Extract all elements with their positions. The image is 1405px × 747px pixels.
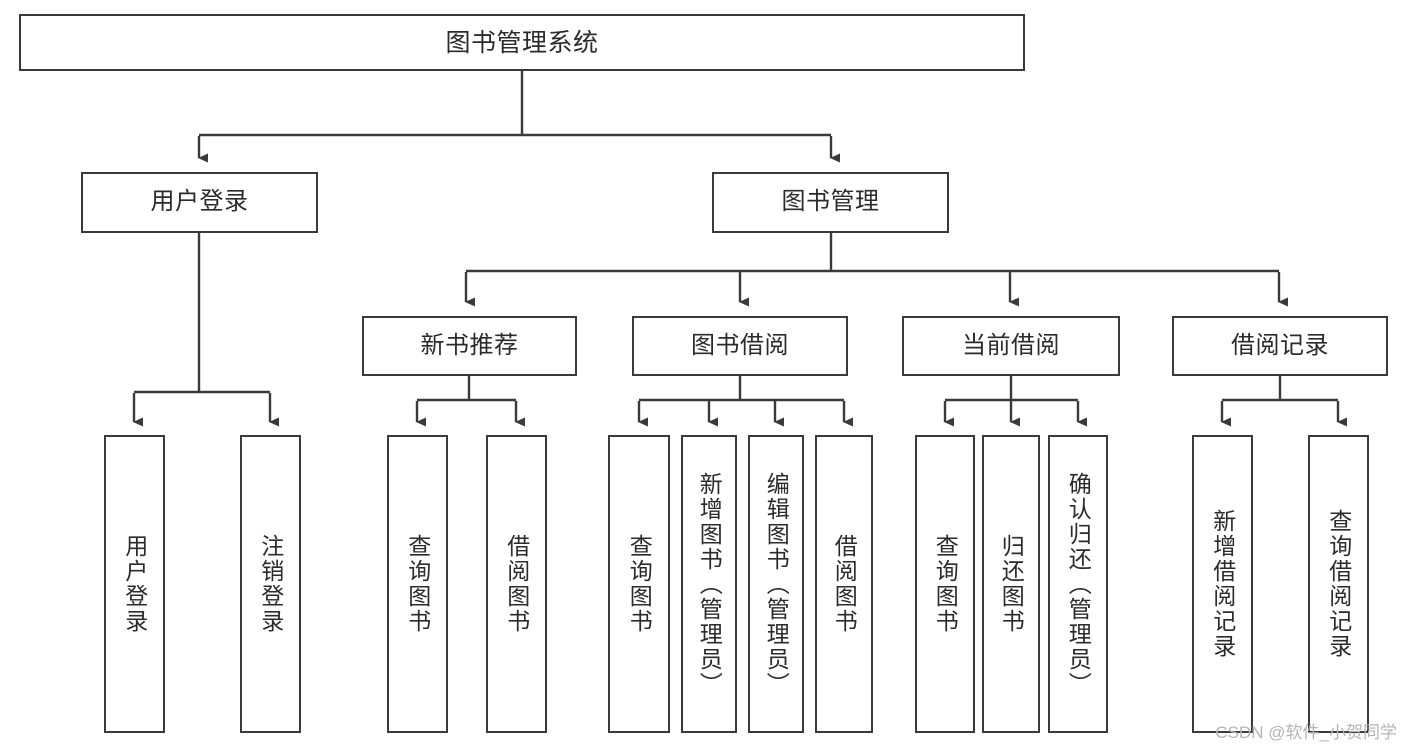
leaf-user-login-logout[interactable]: 注销登录 [240,435,301,733]
node-label: 用户登录 [121,534,148,634]
node-label: 归还图书 [998,534,1025,634]
leaf-current-confirm-return-admin[interactable]: 确认归还（管理员） [1048,435,1108,733]
leaf-user-login-login[interactable]: 用户登录 [104,435,165,733]
leaf-recommend-borrow-book[interactable]: 借阅图书 [486,435,547,733]
node-borrow-record[interactable]: 借阅记录 [1172,316,1388,376]
leaf-recommend-query-book[interactable]: 查询图书 [387,435,448,733]
node-label: 编辑图书（管理员） [763,471,790,697]
node-label: 用户登录 [150,188,249,216]
leaf-borrow-add-book-admin[interactable]: 新增图书（管理员） [681,435,737,733]
leaf-record-add-record[interactable]: 新增借阅记录 [1192,435,1253,733]
node-label: 注销登录 [257,534,284,634]
leaf-borrow-edit-book-admin[interactable]: 编辑图书（管理员） [748,435,804,733]
leaf-current-query-book[interactable]: 查询图书 [915,435,975,733]
node-user-login[interactable]: 用户登录 [81,172,318,233]
leaf-borrow-query-book[interactable]: 查询图书 [608,435,670,733]
node-new-book-recommend[interactable]: 新书推荐 [362,316,577,376]
csdn-watermark: CSDN @软件_小贺同学 [1215,723,1397,742]
node-book-management[interactable]: 图书管理 [712,172,949,233]
node-label: 新增借阅记录 [1209,509,1236,659]
node-label: 新书推荐 [420,331,519,359]
leaf-record-query-record[interactable]: 查询借阅记录 [1308,435,1369,733]
node-label: 查询图书 [404,534,431,634]
leaf-borrow-borrow-book[interactable]: 借阅图书 [815,435,873,733]
node-book-borrow[interactable]: 图书借阅 [632,316,848,376]
node-label: 当前借阅 [962,331,1060,359]
node-label: 查询图书 [626,534,653,634]
node-current-borrow[interactable]: 当前借阅 [902,316,1120,376]
node-label: 查询图书 [932,534,959,634]
leaf-current-return-book[interactable]: 归还图书 [982,435,1040,733]
node-label: 确认归还（管理员） [1065,471,1092,697]
node-label: 借阅记录 [1231,331,1329,359]
node-label: 新增图书（管理员） [696,471,723,697]
node-label: 查询借阅记录 [1325,509,1352,659]
node-root-system[interactable]: 图书管理系统 [19,14,1025,71]
node-label: 借阅图书 [503,534,530,634]
node-label: 图书借阅 [691,331,789,359]
node-label: 借阅图书 [831,534,858,634]
node-label: 图书管理 [781,188,880,216]
node-label: 图书管理系统 [445,28,599,57]
